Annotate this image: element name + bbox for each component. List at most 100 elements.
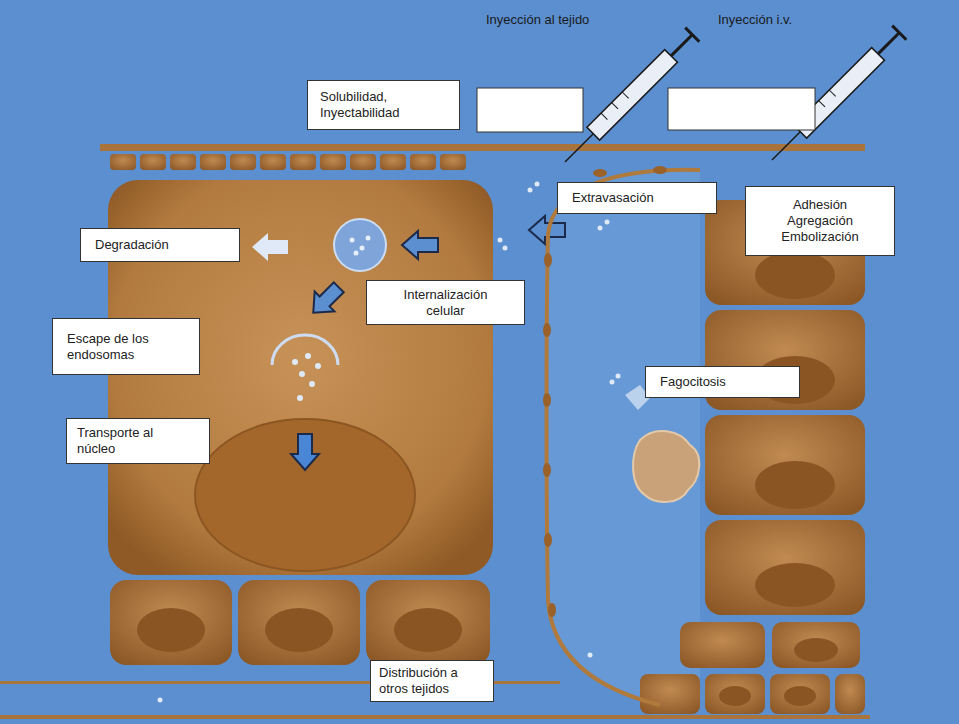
barrel <box>587 50 678 141</box>
particle <box>528 188 533 193</box>
box-text: Degradación <box>95 237 169 253</box>
blank-box <box>477 88 583 132</box>
small-cell <box>110 154 136 170</box>
tick <box>819 101 825 107</box>
wall-nucleus <box>543 463 551 477</box>
internalization-arrow <box>402 231 438 259</box>
process-box: Escape de los endosomas <box>52 318 200 375</box>
small-cell <box>410 154 436 170</box>
needle <box>772 132 800 160</box>
particle <box>315 363 321 369</box>
box-text: Fagocitosis <box>660 374 726 390</box>
tick <box>612 103 618 109</box>
cell-nucleus <box>755 461 835 509</box>
small-cell <box>200 154 226 170</box>
particle <box>292 359 298 365</box>
cell-nucleus <box>195 419 415 571</box>
process-box: Solubilidad, Inyectabilidad <box>307 80 460 130</box>
cell-nucleus <box>137 608 205 652</box>
small-cell <box>290 154 316 170</box>
tick <box>829 90 835 96</box>
process-box: Transporte al núcleo <box>66 418 210 464</box>
small-cell <box>260 154 286 170</box>
particle <box>297 395 303 401</box>
process-box: Extravasación <box>557 182 717 214</box>
vessel-wall <box>547 170 701 705</box>
wall-cell <box>835 674 865 714</box>
small-cell <box>350 154 376 170</box>
process-box: Internalización celular <box>366 280 525 325</box>
plunger-head <box>892 26 906 40</box>
cell-nucleus <box>755 251 835 299</box>
tissue-cell <box>110 580 232 665</box>
blank-box <box>668 88 815 130</box>
small-cell <box>230 154 256 170</box>
particle <box>299 371 305 377</box>
box-text: Transporte al núcleo <box>77 425 182 457</box>
box-text: Distribución a otros tejidos <box>379 665 483 697</box>
tissue-cell <box>238 580 360 665</box>
cell-nucleus <box>394 608 462 652</box>
wall-cell <box>705 520 865 615</box>
cell-nucleus <box>784 686 816 706</box>
particle <box>598 226 603 231</box>
cell-nucleus <box>755 563 835 607</box>
small-cell <box>320 154 346 170</box>
box-text: Escape de los endosomas <box>67 331 177 363</box>
particle <box>360 246 365 251</box>
box-text: Adhesión Agregación Embolización <box>770 197 870 245</box>
tissue-cell <box>366 580 490 665</box>
wall-nucleus <box>544 253 552 267</box>
box-text: Solubilidad, Inyectabilidad <box>320 89 430 121</box>
needle <box>565 134 593 162</box>
tick <box>601 113 607 119</box>
particle <box>366 236 371 241</box>
process-box: Degradación <box>80 228 240 262</box>
plunger <box>878 33 899 54</box>
vessel-lumen <box>547 172 701 705</box>
particle <box>503 246 508 251</box>
particle <box>535 182 540 187</box>
wall-cell <box>640 674 700 714</box>
small-cell <box>170 154 196 170</box>
box-text: Internalización celular <box>386 287 506 319</box>
nucleus-arrow <box>291 434 319 470</box>
particles <box>292 353 321 401</box>
wall-cell <box>705 674 765 714</box>
plunger-head <box>685 28 699 42</box>
particle <box>350 238 355 243</box>
particle <box>305 353 311 359</box>
degradation-arrow <box>252 233 288 261</box>
small-cell <box>380 154 406 170</box>
particle <box>588 653 593 658</box>
particle <box>610 380 615 385</box>
tissue-cells <box>110 580 490 665</box>
endosome <box>334 219 386 271</box>
wall-nucleus <box>593 169 607 177</box>
injection-label: Inyección i.v. <box>718 12 792 28</box>
wall-nucleus <box>543 393 551 407</box>
cell-nucleus <box>719 686 751 706</box>
particle <box>498 238 503 243</box>
membrane-line <box>0 715 870 719</box>
process-box: Distribución a otros tejidos <box>370 660 494 702</box>
particle <box>616 374 621 379</box>
epithelial-cells <box>110 154 466 170</box>
injection-label: Inyección al tejido <box>486 12 589 28</box>
membrane-band <box>100 144 865 151</box>
wall-nucleus <box>653 166 667 174</box>
macrophage <box>633 431 699 502</box>
process-box: Fagocitosis <box>645 366 800 398</box>
box-text: Extravasación <box>572 190 654 206</box>
wall-cell <box>680 622 765 668</box>
wall-nucleus <box>544 533 552 547</box>
cell-nucleus <box>265 608 333 652</box>
particle <box>605 220 610 225</box>
wall-nucleus <box>548 603 556 617</box>
wall-nucleus <box>543 323 551 337</box>
wall-cell <box>705 415 865 515</box>
tick <box>622 92 628 98</box>
wall-cell <box>772 622 860 668</box>
